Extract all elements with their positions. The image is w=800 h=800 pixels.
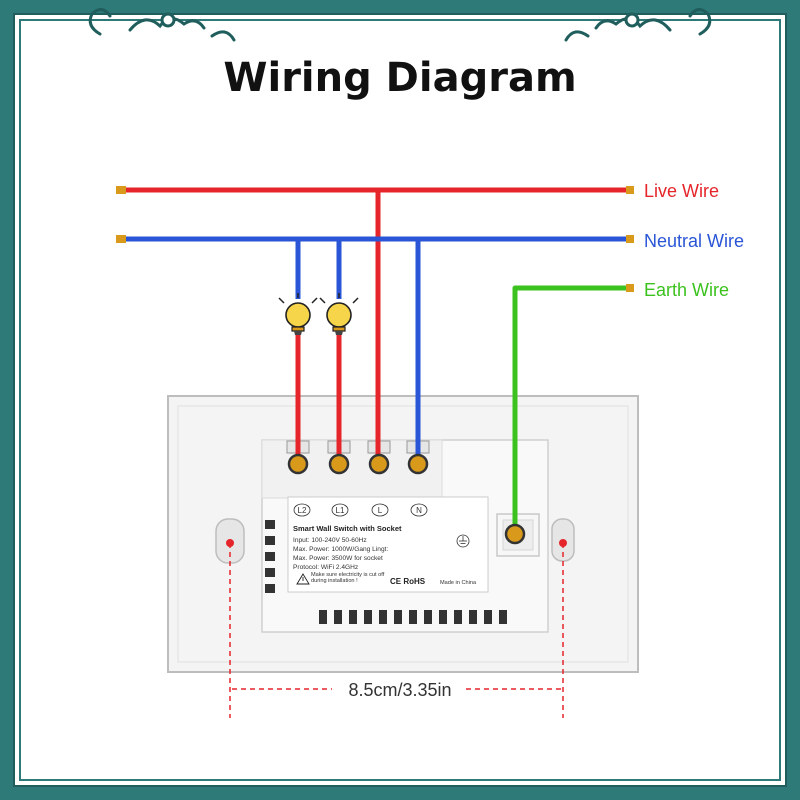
neutral-wire xyxy=(124,236,628,462)
wire-end-tips xyxy=(116,186,634,292)
bottom-vents xyxy=(319,610,507,624)
terminal-label-n: N xyxy=(416,506,422,515)
spec-line-input: Input: 100-240V 50-60Hz xyxy=(293,537,367,544)
label-heading: Smart Wall Switch with Socket xyxy=(293,524,402,533)
label-plate: L2 L1 L N Smart Wall Switch with Socket … xyxy=(287,496,489,593)
live-wire xyxy=(124,187,628,462)
terminal-label-l: L xyxy=(378,506,383,515)
warning-text: Make sure electricity is cut off during … xyxy=(311,572,385,585)
earth-wire-label: Earth Wire xyxy=(644,280,729,300)
neutral-wire-label: Neutral Wire xyxy=(644,231,744,251)
ground-symbol-icon xyxy=(456,534,470,548)
certification-marks: CE RoHS xyxy=(390,577,426,586)
terminal-badges: L2 L1 L N xyxy=(293,503,428,517)
lamp-load-wires xyxy=(295,335,342,462)
terminal-label-l1: L1 xyxy=(336,506,345,515)
page-title: Wiring Diagram xyxy=(223,55,576,101)
light-bulb-1-icon xyxy=(278,293,318,335)
earth-wire xyxy=(512,285,628,534)
dimension-label: 8.5cm/3.35in xyxy=(348,680,451,700)
warning-triangle-icon xyxy=(296,573,310,585)
spec-line-power-socket: Max. Power: 3500W for socket xyxy=(293,555,383,562)
live-wire-label: Live Wire xyxy=(644,181,719,201)
terminal-screws xyxy=(287,453,526,545)
made-in-text: Made in China xyxy=(440,580,477,586)
spec-line-power-gang: Max. Power: 1000W/Gang Lingt: xyxy=(293,546,388,553)
dimension-marker xyxy=(226,539,567,718)
spec-line-protocol: Protocol: WiFi 2.4GHz xyxy=(293,564,358,571)
side-vents xyxy=(265,520,275,593)
cloud-ornament-left-icon xyxy=(88,8,236,42)
terminal-label-l2: L2 xyxy=(298,506,307,515)
light-bulb-2-icon xyxy=(319,293,359,335)
cloud-ornament-right-icon xyxy=(564,8,712,42)
